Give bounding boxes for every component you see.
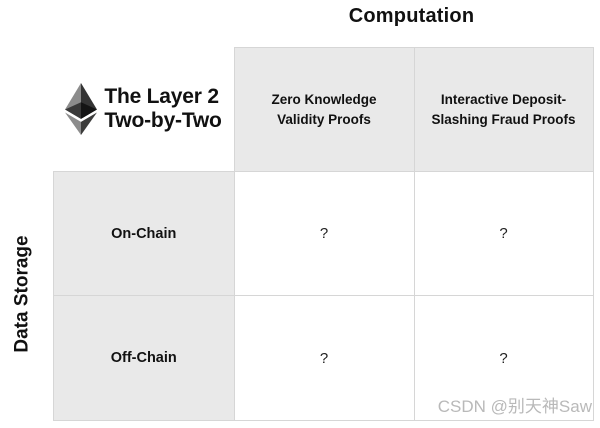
brand: The Layer 2 Two-by-Two [54,48,234,172]
data-storage-axis: Data Storage [0,170,46,417]
column-header-fraud-proofs: Interactive Deposit- Slashing Fraud Proo… [413,47,594,172]
matrix-cell-onchain-fraud: ? [413,171,594,296]
computation-axis-label: Computation [348,5,475,27]
row-header-on-chain: On-Chain [53,171,235,296]
two-by-two-matrix: The Layer 2 Two-by-Two Zero Knowledge Va… [53,47,594,421]
matrix-cell-offchain-zk: ? [233,295,415,421]
csdn-watermark: CSDN @别天神Saw [437,397,592,416]
brand-title: The Layer 2 Two-by-Two [104,85,222,133]
brand-title-line1: The Layer 2 [104,85,219,109]
matrix-corner-brand-cell: The Layer 2 Two-by-Two [53,47,234,172]
matrix-cell-offchain-fraud: ? [413,295,594,421]
data-storage-axis-label: Data Storage [12,234,34,353]
row-header-off-chain: Off-Chain [53,295,235,421]
brand-title-line2: Two-by-Two [104,109,222,133]
column-header-zk-validity-proofs: Zero Knowledge Validity Proofs [233,47,415,172]
ethereum-logo-icon [65,83,98,136]
matrix-cell-onchain-zk: ? [233,171,415,296]
